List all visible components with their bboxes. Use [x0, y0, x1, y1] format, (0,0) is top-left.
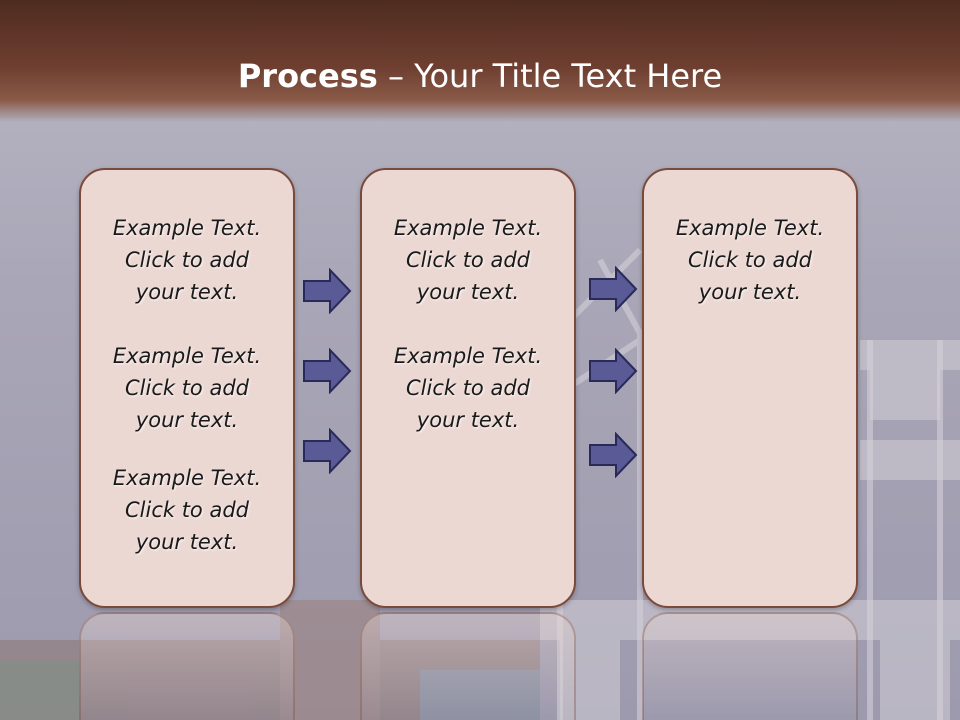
process-box-2[interactable]: Example Text. Click to add your text. Ex… — [360, 168, 576, 608]
box-reflection — [79, 612, 295, 720]
text-block[interactable]: Example Text. Click to add your text. — [362, 340, 574, 436]
text-line: Click to add — [124, 498, 249, 522]
text-line: your text. — [416, 408, 520, 432]
text-line: Example Text. — [112, 466, 262, 490]
process-box-3[interactable]: Example Text. Click to add your text. — [642, 168, 858, 608]
slide-title[interactable]: Process – Your Title Text Here — [0, 56, 960, 96]
text-block[interactable]: Example Text. Click to add your text. — [362, 212, 574, 308]
text-line: your text. — [135, 408, 239, 432]
text-line: your text. — [698, 280, 802, 304]
header-bar — [0, 0, 960, 122]
text-line: Click to add — [124, 376, 249, 400]
text-line: Click to add — [687, 248, 812, 272]
text-block[interactable]: Example Text. Click to add your text. — [81, 340, 293, 436]
text-line: your text. — [135, 280, 239, 304]
text-line: your text. — [416, 280, 520, 304]
right-arrow-icon[interactable] — [588, 348, 638, 394]
box-reflection — [642, 612, 858, 720]
text-block[interactable]: Example Text. Click to add your text. — [81, 462, 293, 558]
slide-title-rest: – Your Title Text Here — [377, 57, 723, 95]
text-line: your text. — [135, 530, 239, 554]
text-line: Click to add — [405, 376, 530, 400]
text-line: Example Text. — [112, 216, 262, 240]
right-arrow-icon[interactable] — [302, 428, 352, 474]
right-arrow-icon[interactable] — [588, 432, 638, 478]
box-reflection — [360, 612, 576, 720]
text-line: Click to add — [405, 248, 530, 272]
text-line: Example Text. — [393, 344, 543, 368]
text-line: Example Text. — [393, 216, 543, 240]
text-block[interactable]: Example Text. Click to add your text. — [81, 212, 293, 308]
process-box-1[interactable]: Example Text. Click to add your text. Ex… — [79, 168, 295, 608]
text-line: Example Text. — [675, 216, 825, 240]
right-arrow-icon[interactable] — [302, 348, 352, 394]
slide-title-bold: Process — [237, 57, 378, 95]
right-arrow-icon[interactable] — [588, 266, 638, 312]
right-arrow-icon[interactable] — [302, 268, 352, 314]
text-line: Click to add — [124, 248, 249, 272]
text-block[interactable]: Example Text. Click to add your text. — [644, 212, 856, 308]
text-line: Example Text. — [112, 344, 262, 368]
